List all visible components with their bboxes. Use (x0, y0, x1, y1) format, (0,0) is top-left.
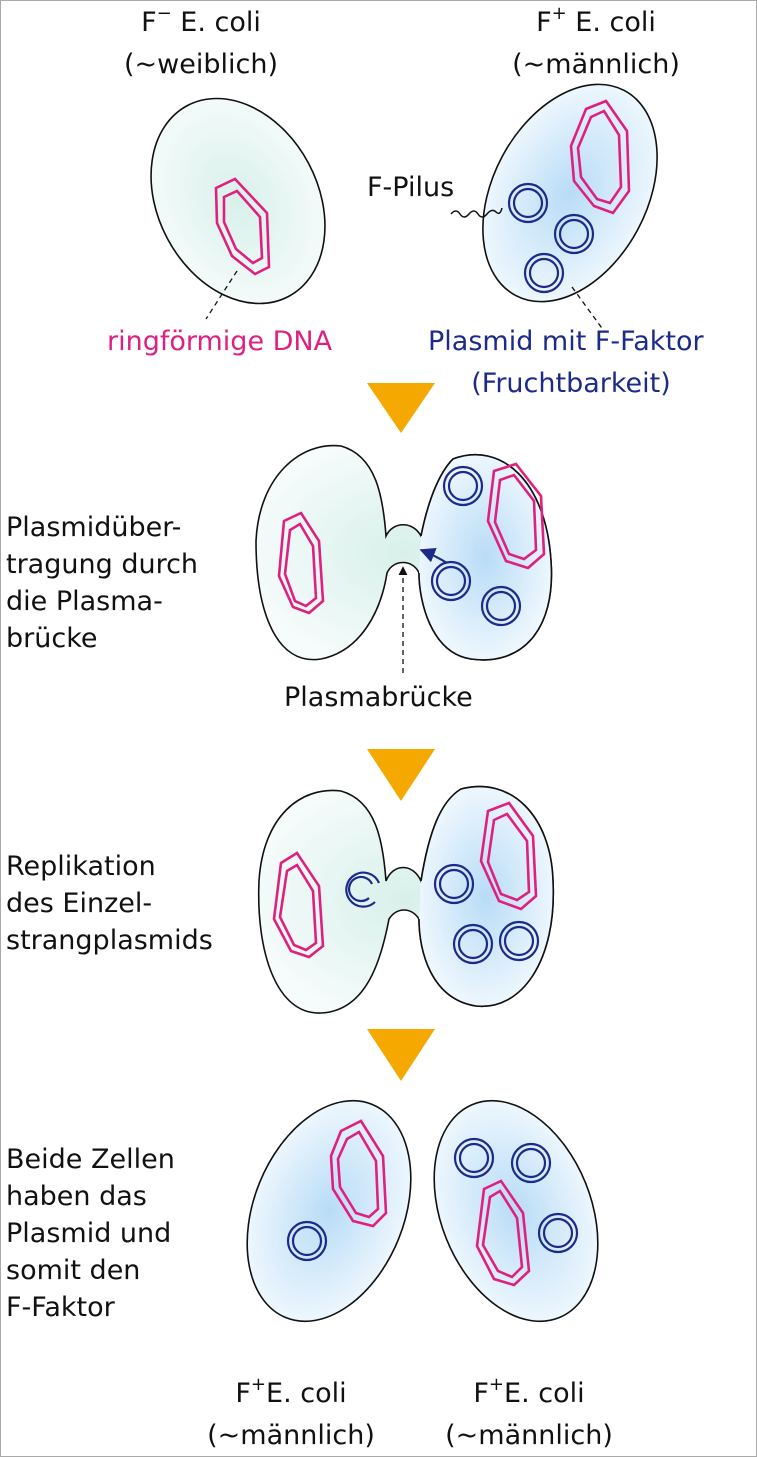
step3-caption: Beide Zellen haben das Plasmid und somit… (6, 1144, 175, 1323)
bottom-left-role: (~männlich) (207, 1420, 375, 1451)
plasmid-label: Plasmid mit F-Faktor (428, 326, 704, 357)
step2-cells (257, 785, 555, 1014)
fplus-role: (~männlich) (512, 49, 680, 80)
plasma-bridge-label: Plasmabrücke (284, 682, 473, 713)
step-arrow-1 (367, 383, 435, 433)
bottom-left-title: F+E. coli (235, 1374, 347, 1410)
step-arrow-2 (367, 749, 435, 801)
bottom-right-role: (~männlich) (445, 1420, 613, 1451)
fminus-role: (~weiblich) (124, 49, 278, 80)
dna-label: ringförmige DNA (107, 326, 333, 357)
f-pilus-label: F-Pilus (367, 172, 455, 203)
step3-cells (246, 1099, 599, 1323)
plasmid-group (507, 182, 595, 294)
bottom-right-title: F+E. coli (473, 1374, 585, 1410)
f-pilus (450, 207, 503, 218)
fplus-title: F+ E. coli (536, 3, 656, 39)
step-arrow-3 (367, 1029, 435, 1081)
fminus-title: F− E. coli (141, 3, 261, 39)
chromosomal-dna (214, 177, 271, 276)
fertility-label: (Fruchtbarkeit) (471, 368, 671, 399)
step1-caption: Plasmidüber- tragung durch die Plasma- b… (6, 512, 199, 654)
step1-cells (255, 444, 553, 673)
fminus-cell (150, 97, 326, 320)
fplus-cell (450, 83, 658, 332)
step2-caption: Replikation des Einzel- strangplasmids (6, 851, 213, 956)
